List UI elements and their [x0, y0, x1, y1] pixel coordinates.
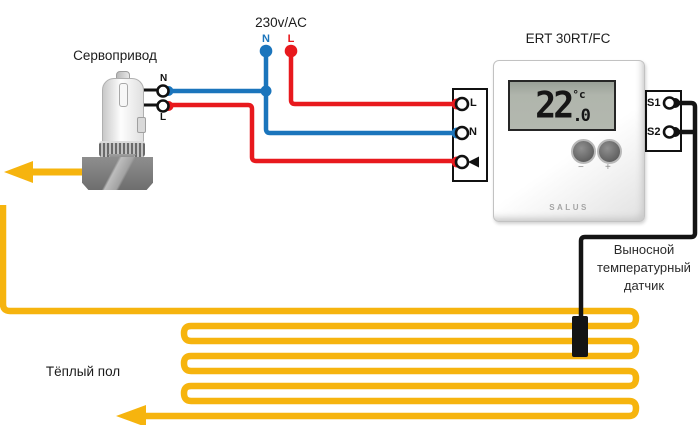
servo-label: Сервопривод: [73, 48, 157, 63]
temperature-unit: °c: [572, 87, 586, 101]
temperature-decimal: .0: [572, 105, 591, 126]
terminal-n-label: N: [469, 126, 477, 138]
servo-indicator-slot: [119, 83, 128, 107]
pipe-out-arrow-icon: [4, 161, 33, 183]
terminal-s1-label: S1: [647, 97, 661, 109]
brand-label: SALUS: [549, 203, 589, 212]
neutral-junction-dot: [260, 85, 272, 97]
minus-button: [571, 139, 596, 164]
terminal-s2-label: S2: [647, 126, 661, 138]
servo-terminal-n-label: N: [160, 73, 168, 84]
floor-loop-arrow-icon: [116, 405, 146, 425]
power-live-dot: [284, 44, 298, 58]
power-label: 230v/AC: [255, 15, 307, 30]
sensor-label-line1: Выносной: [613, 242, 675, 257]
floor-temp-sensor: [572, 316, 588, 357]
power-l-label: L: [287, 33, 295, 45]
sensor-label-line2: температурный: [597, 260, 691, 275]
sensor-label: Выносной температурный датчик: [578, 241, 700, 295]
valve-highlight: [82, 157, 153, 190]
live-wire-to-thermostat: [288, 52, 457, 107]
sensor-label-line3: датчик: [623, 278, 665, 293]
servo-terminal-l-ring: [156, 99, 170, 113]
thermostat-terminal-out-ring: [454, 154, 470, 170]
servo-terminal-l-label: L: [160, 112, 167, 123]
neutral-wire-to-thermostat: [263, 52, 457, 136]
plus-sign: +: [605, 162, 611, 173]
temperature-value: 22: [535, 84, 574, 127]
power-neutral-dot: [259, 44, 273, 58]
servo-terminal-n-ring: [156, 84, 170, 98]
servo-knurled-ring: [99, 141, 145, 157]
floor-loop-pipe: [0, 205, 640, 420]
servo-side-clip: [137, 117, 146, 133]
floor-label: Тёплый пол: [45, 364, 121, 379]
plus-button: [597, 139, 622, 164]
switched-live-wire-to-servo: [169, 102, 457, 164]
thermostat-terminal-l-ring: [454, 96, 470, 112]
minus-sign: −: [578, 162, 584, 173]
thermostat-model-label: ERT 30RT/FC: [525, 31, 611, 46]
terminal-l-label: L: [470, 97, 477, 109]
terminal-s2-ring: [662, 125, 677, 139]
thermostat-terminal-n-ring: [454, 125, 470, 141]
sensor-wire: [578, 100, 698, 318]
thermostat: 22 °c .0 − + SALUS: [493, 60, 645, 222]
valve-body: [82, 157, 153, 190]
lcd-display: 22 °c .0: [508, 80, 616, 131]
output-arrow-icon: [468, 156, 479, 168]
power-n-label: N: [262, 33, 270, 45]
terminal-s1-ring: [662, 96, 677, 110]
